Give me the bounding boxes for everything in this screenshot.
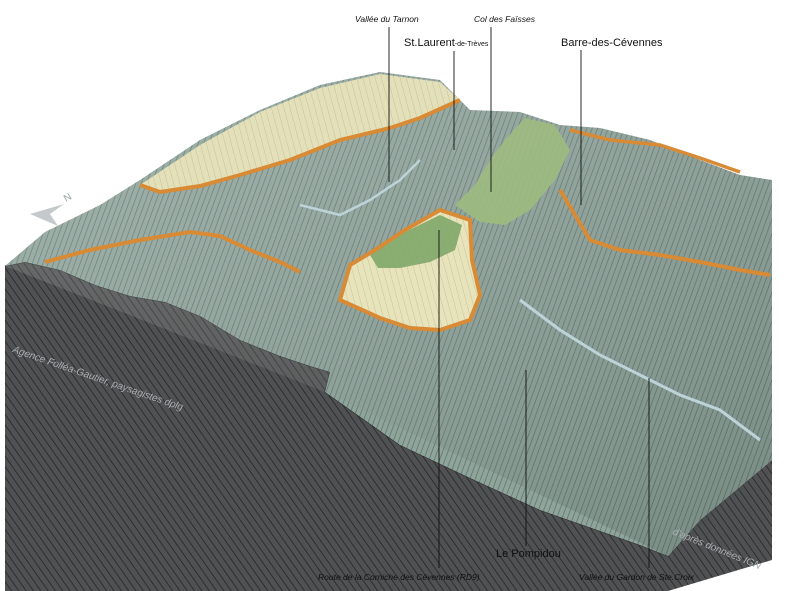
north-arrow-head [30, 204, 64, 226]
north-letter: N [62, 191, 74, 204]
river-gardon [519, 298, 761, 442]
ridge-col-faisses [455, 118, 570, 225]
leader-lines [388, 27, 650, 568]
boundary-line-east [558, 188, 771, 277]
label-route-corniche-rd9: Route de la Corniche des Cévennes (RD9) [318, 572, 480, 582]
label-vallee-du-tarnon: Vallée du Tarnon [355, 14, 419, 24]
plateau-causse-north [140, 74, 460, 192]
terrain-top-surface [5, 72, 772, 556]
label-st-laurent-de-treves: St.Laurent-de-Trèves [404, 37, 488, 49]
boundary-line-northeast [569, 128, 741, 174]
terrain-front-right-face [668, 460, 772, 591]
plateau-causse-north-rim [139, 98, 461, 195]
label-col-des-faisses: Col des Faïsses [474, 14, 535, 24]
label-barre-des-cevennes: Barre-des-Cévennes [561, 37, 663, 49]
boundary-line-west [44, 229, 301, 274]
label-le-pompidou: Le Pompidou [496, 548, 561, 560]
plateau-corniche-rim [337, 207, 483, 333]
terrain-front-left-face [5, 262, 668, 591]
label-vallee-gardon-ste-croix: Vallée du Gardon de Ste.Croix [579, 572, 694, 582]
north-arrow-icon: N [30, 191, 74, 226]
river-tarnon [299, 159, 421, 217]
st-laurent-main: St.Laurent [404, 37, 455, 49]
st-laurent-suffix: -de-Trèves [454, 41, 489, 48]
